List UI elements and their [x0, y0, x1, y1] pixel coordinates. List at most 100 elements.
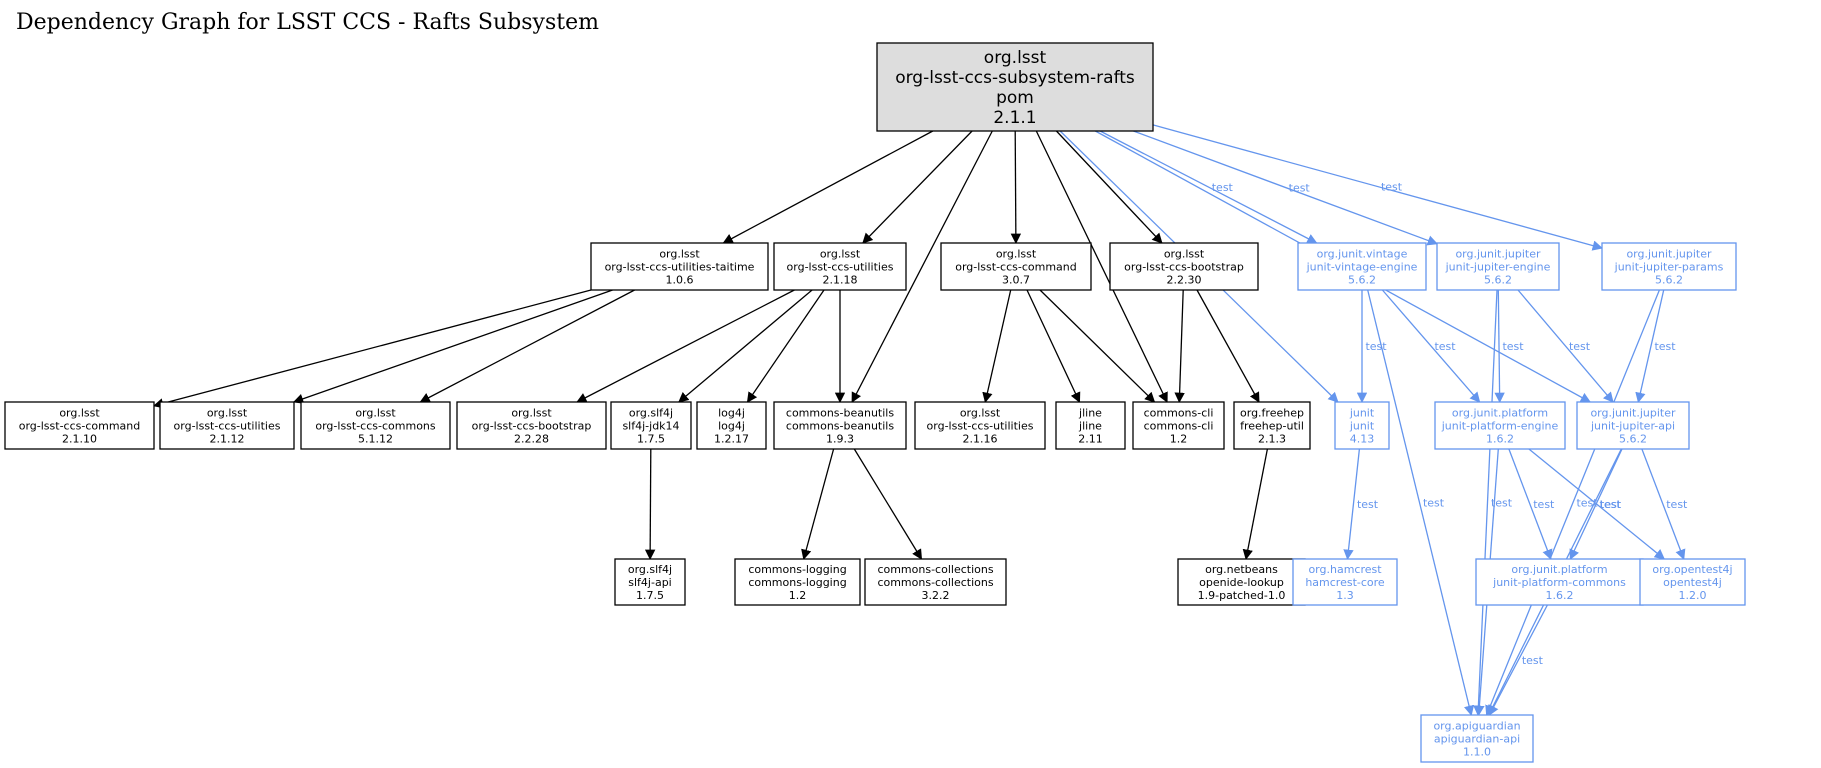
edge-taitime-commons5112 — [419, 289, 635, 403]
node-label-line: org.lsst — [511, 407, 552, 420]
edge-vintage-platengine: test — [1381, 289, 1481, 403]
node-label-line: hamcrest-core — [1305, 576, 1385, 589]
node-box — [456, 401, 607, 450]
node-label-line: junit-jupiter-params — [1614, 261, 1724, 274]
edge-beanutils-collections — [853, 448, 923, 560]
node-label-line: org-lsst-ccs-bootstrap — [1124, 261, 1244, 274]
node-label-line: commons-logging — [748, 576, 846, 589]
node-label-line: org-lsst-ccs-command — [19, 420, 141, 433]
node-label-line: openide-lookup — [1199, 576, 1284, 589]
node-label-line: org.junit.vintage — [1317, 248, 1408, 261]
edge-slf4jjdk-slf4japi — [644, 448, 656, 561]
node-label-line: commons-beanutils — [786, 420, 894, 433]
edge-utilities-log4j — [746, 289, 825, 403]
edge-label: test — [1491, 497, 1513, 510]
edge-command-commonscli — [1039, 289, 1156, 403]
node-label-line: 1.7.5 — [636, 589, 664, 602]
node-label-line: 2.1.12 — [210, 433, 245, 446]
node-label-line: 2.1.3 — [1258, 433, 1286, 446]
node-label-line: org-lsst-ccs-utilities — [927, 420, 1034, 433]
node-box — [876, 42, 1154, 132]
node-platengine[interactable]: org.junit.platformjunit-platform-engine1… — [1434, 401, 1566, 450]
edge-platcommons-apiguardian: test — [1488, 604, 1548, 716]
edge-label: test — [1600, 498, 1622, 511]
node-label-line: 1.6.2 — [1486, 433, 1514, 446]
node-label-line: slf4j-jdk14 — [622, 420, 679, 433]
node-label-line: org.lsst — [996, 248, 1037, 261]
edge-bootstrap-freehep — [1196, 289, 1260, 403]
node-box — [734, 558, 861, 606]
edge-command-jline — [1026, 289, 1081, 403]
node-root[interactable]: org.lsstorg-lsst-ccs-subsystem-raftspom2… — [876, 42, 1154, 132]
node-label-line: 1.2.0 — [1679, 589, 1707, 602]
node-label-line: freehep-util — [1240, 420, 1304, 433]
node-label-line: junit-vintage-engine — [1306, 261, 1418, 274]
node-box — [614, 558, 686, 606]
node-vintage[interactable]: org.junit.vintagejunit-vintage-engine5.6… — [1297, 242, 1427, 291]
node-label-line: slf4j-api — [628, 576, 671, 589]
node-box — [1233, 401, 1311, 450]
edge-root-jupengine: test — [1133, 130, 1438, 246]
node-label-line: org-lsst-ccs-bootstrap — [472, 420, 592, 433]
node-label-line: 2.1.18 — [823, 274, 858, 287]
edge-root-bootstrap — [1055, 130, 1163, 244]
node-label-line: 3.0.7 — [1002, 274, 1030, 287]
node-label-line: 4.13 — [1350, 433, 1375, 446]
edge-jupapi-opentest4j: test — [1641, 448, 1688, 560]
node-label-line: commons-logging — [748, 563, 846, 576]
edge-jupengine-platengine: test — [1494, 289, 1524, 404]
node-taitime[interactable]: org.lsstorg-lsst-ccs-utilities-taitime1.… — [590, 242, 769, 291]
node-box — [1055, 401, 1126, 450]
node-label-line: jline — [1078, 420, 1102, 433]
node-label-line: org.junit.jupiter — [1590, 407, 1676, 420]
edge-root-jupparams: test — [1152, 124, 1604, 251]
node-box — [1297, 242, 1427, 291]
node-box — [159, 401, 295, 450]
edge-platengine-platcommons: test — [1508, 448, 1555, 560]
node-jupengine[interactable]: org.junit.jupiterjunit-jupiter-engine5.6… — [1436, 242, 1560, 291]
node-label-line: org.lsst — [207, 407, 248, 420]
node-jupparams[interactable]: org.junit.jupiterjunit-jupiter-params5.6… — [1601, 242, 1737, 291]
node-label-line: 5.6.2 — [1655, 274, 1683, 287]
node-label-line: opentest4j — [1663, 576, 1722, 589]
node-label-line: org.lsst — [960, 407, 1001, 420]
node-label-line: org.slf4j — [628, 563, 672, 576]
node-label-line: org-lsst-ccs-subsystem-rafts — [895, 68, 1135, 88]
edge-bootstrap-commonscli — [1174, 289, 1185, 404]
node-label-line: 1.7.5 — [637, 433, 665, 446]
edge-label: test — [1654, 340, 1676, 353]
node-label-line: 5.1.12 — [358, 433, 393, 446]
node-label-line: org.hamcrest — [1308, 563, 1382, 576]
node-platcommons[interactable]: org.junit.platformjunit-platform-commons… — [1475, 558, 1644, 606]
node-label-line: org.lsst — [820, 248, 861, 261]
node-box — [1639, 558, 1746, 606]
node-collections[interactable]: commons-collectionscommons-collections3.… — [864, 558, 1007, 606]
node-openide[interactable]: org.netbeansopenide-lookup1.9-patched-1.… — [1177, 558, 1306, 606]
node-label-line: 2.11 — [1078, 433, 1103, 446]
node-label-line: 1.2.17 — [714, 433, 749, 446]
node-label-line: org.opentest4j — [1652, 563, 1732, 576]
node-label-line: org.lsst — [984, 48, 1047, 68]
edge-root-commonscli — [1035, 130, 1168, 403]
